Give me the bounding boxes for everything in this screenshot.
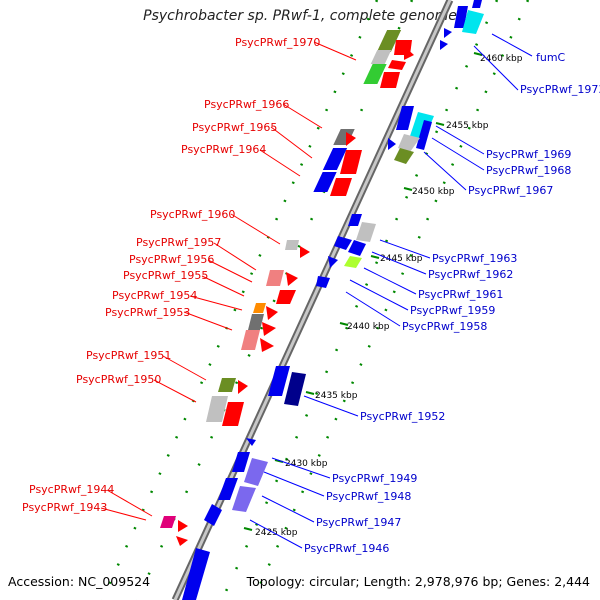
gene-label-left[interactable]: PsycPRwf_1966 bbox=[204, 98, 289, 111]
gene-label-left[interactable]: PsycPRwf_1957 bbox=[136, 236, 221, 249]
kbp-label: 2450 kbp bbox=[412, 187, 455, 197]
right-leader-lines bbox=[249, 33, 533, 549]
gene-label-right[interactable]: fumC bbox=[536, 51, 566, 64]
reverse-strand-genes bbox=[182, 0, 484, 600]
gene-label-right[interactable]: PsycPRwf_1947 bbox=[316, 516, 401, 529]
gene-label-left[interactable]: PsycPRwf_1944 bbox=[29, 483, 114, 496]
gene-label-left[interactable]: PsycPRwf_1960 bbox=[150, 208, 235, 221]
gene-label-right[interactable]: PsycPRwf_1969 bbox=[486, 148, 571, 161]
gene-label-right[interactable]: PsycPRwf_1963 bbox=[432, 252, 517, 265]
left-leader-lines bbox=[100, 41, 357, 521]
gene-label-right[interactable]: PsycPRwf_1958 bbox=[402, 320, 487, 333]
gene-label-right[interactable]: PsycPRwf_1959 bbox=[410, 304, 495, 317]
gene-label-left[interactable]: PsycPRwf_1970 bbox=[235, 36, 320, 49]
gene-label-left[interactable]: PsycPRwf_1965 bbox=[192, 121, 277, 134]
gene-label-left[interactable]: PsycPRwf_1950 bbox=[76, 373, 161, 386]
accession-text: Accession: NC_009524 bbox=[8, 574, 151, 589]
gene-label-right[interactable]: PsycPRwf_1949 bbox=[332, 472, 417, 485]
kbp-ticks bbox=[243, 52, 483, 531]
gene-label-right[interactable]: PsycPRwf_1948 bbox=[326, 490, 411, 503]
gene-label-right[interactable]: PsycPRwf_1961 bbox=[418, 288, 503, 301]
gene-label-right[interactable]: PsycPRwf_1946 bbox=[304, 542, 389, 555]
left-inner-tick-line bbox=[135, 0, 414, 600]
gene-label-right[interactable]: PsycPRwf_1973 bbox=[520, 83, 600, 96]
kbp-label: 2425 kbp bbox=[255, 528, 298, 538]
gene-label-right[interactable]: PsycPRwf_1968 bbox=[486, 164, 571, 177]
gene-label-left[interactable]: PsycPRwf_1964 bbox=[181, 143, 266, 156]
map-title: Psychrobacter sp. PRwf-1, complete genom… bbox=[143, 8, 457, 24]
gene-label-left[interactable]: PsycPRwf_1951 bbox=[86, 349, 171, 362]
kbp-label: 2445 kbp bbox=[380, 254, 423, 264]
kbp-label: 2455 kbp bbox=[446, 121, 489, 131]
gene-label-left[interactable]: PsycPRwf_1954 bbox=[112, 289, 197, 302]
kbp-label: 2435 kbp bbox=[315, 391, 358, 401]
gene-label-left[interactable]: PsycPRwf_1953 bbox=[105, 306, 190, 319]
gene-label-right[interactable]: PsycPRwf_1962 bbox=[428, 268, 513, 281]
gene-label-right[interactable]: PsycPRwf_1952 bbox=[360, 410, 445, 423]
gene-label-right[interactable]: PsycPRwf_1967 bbox=[468, 184, 553, 197]
kbp-label: 2440 kbp bbox=[347, 322, 390, 332]
forward-strand-genes bbox=[160, 30, 414, 546]
kbp-label: 2430 kbp bbox=[285, 459, 328, 469]
gene-label-left[interactable]: PsycPRwf_1955 bbox=[123, 269, 208, 282]
gene-label-left[interactable]: PsycPRwf_1956 bbox=[129, 253, 214, 266]
genome-summary: Topology: circular; Length: 2,978,976 bp… bbox=[246, 574, 590, 589]
gene-label-left[interactable]: PsycPRwf_1943 bbox=[22, 501, 107, 514]
kbp-label: 2460 kbp bbox=[480, 54, 523, 64]
